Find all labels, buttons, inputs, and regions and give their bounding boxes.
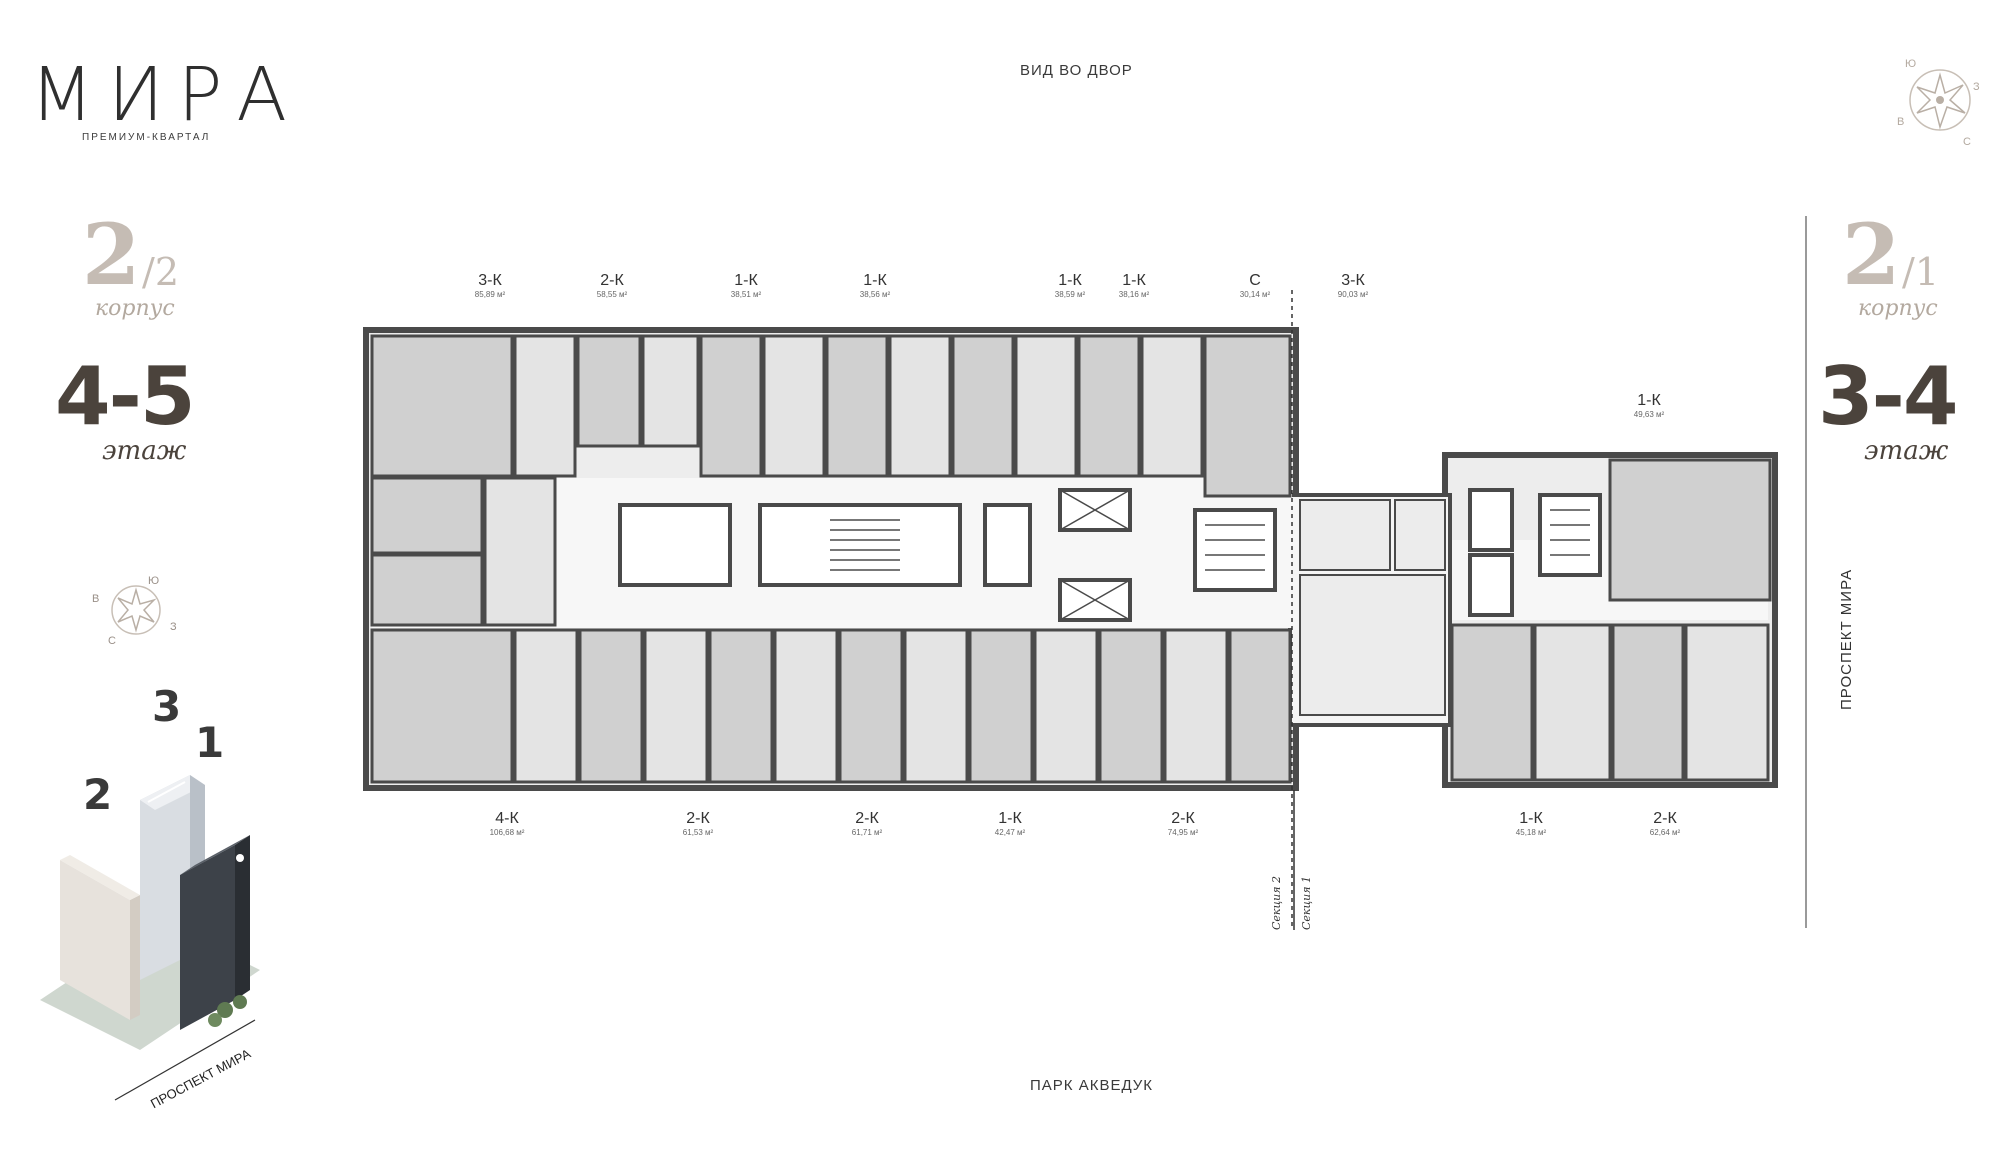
apt-type: 1-К — [1058, 272, 1082, 289]
elevator-marks — [1059, 489, 1131, 621]
apt-type: 1-К — [1637, 392, 1661, 409]
stair-lines — [830, 519, 1265, 571]
left-section-number-wrap: /2 — [142, 250, 179, 294]
core — [618, 488, 1277, 622]
apt-top-7: С 30,14 м² — [1210, 272, 1300, 299]
section-2-label: Секция 2 — [1270, 875, 1283, 930]
apt-type: 1-К — [734, 272, 758, 289]
compass-label-n: Ю — [1905, 58, 1916, 70]
core-section1 — [1468, 488, 1602, 617]
apt-top-6: 1-К 38,16 м² — [1089, 272, 1179, 299]
apt-bottom-1: 4-К 106,68 м² — [462, 810, 552, 837]
compass-label-s: С — [1963, 136, 1971, 148]
apt-area: 62,64 м² — [1649, 828, 1681, 837]
building-illustration — [40, 775, 260, 1050]
apt-area: 38,16 м² — [1118, 290, 1150, 299]
right-section-number: 1 — [1914, 250, 1939, 294]
apt-type: 2-К — [1653, 810, 1677, 827]
compass-icon: Ю З С В — [1897, 58, 1980, 148]
orientation-top: ВИД ВО ДВОР — [1020, 62, 1133, 79]
compass-small-label-w: В — [92, 593, 99, 605]
right-floor-word: этаж — [1864, 436, 1949, 466]
apt-top-5: 1-К 38,59 м² — [1025, 272, 1115, 299]
apt-type: 1-К — [1122, 272, 1146, 289]
apt-area: 58,55 м² — [596, 290, 628, 299]
apt-area: 85,89 м² — [474, 290, 506, 299]
right-divider — [1805, 216, 1807, 928]
apt-type: 2-К — [686, 810, 710, 827]
apt-area: 61,53 м² — [682, 828, 714, 837]
left-rooms — [370, 476, 557, 627]
apt-area: 38,59 м² — [1054, 290, 1086, 299]
building-label-1: 1 — [195, 718, 225, 767]
apt-bottom-4: 1-К 42,47 м² — [965, 810, 1055, 837]
apt-type: 3-К — [1341, 272, 1365, 289]
right-section-number-wrap: /1 — [1902, 250, 1939, 294]
apt-type: 1-К — [998, 810, 1022, 827]
brand-logo: МИРА — [30, 52, 301, 138]
apt-area: 106,68 м² — [489, 828, 525, 837]
section-1-label: Секция 1 — [1300, 875, 1313, 930]
compass-label-w: В — [1897, 116, 1904, 128]
right-building-word: корпус — [1858, 296, 1938, 321]
apt-top-9: 1-К 49,63 м² — [1604, 392, 1694, 419]
stair-lines-section1 — [1550, 509, 1590, 556]
apt-bottom-2: 2-К 61,53 м² — [653, 810, 743, 837]
section1-rooms — [1450, 458, 1772, 782]
apt-top-1: 3-К 85,89 м² — [445, 272, 535, 299]
compass-small-icon: Ю З С В — [92, 575, 177, 647]
compass-small-label-e: З — [170, 621, 177, 633]
compass-label-e: З — [1973, 81, 1980, 93]
apt-bottom-3: 2-К 61,71 м² — [822, 810, 912, 837]
connector-rooms — [1299, 499, 1446, 716]
right-floors: 3-4 — [1818, 350, 1959, 443]
apt-top-4: 1-К 38,56 м² — [830, 272, 920, 299]
building-label-3: 3 — [152, 682, 182, 731]
apt-type: 2-К — [600, 272, 624, 289]
apt-type: С — [1249, 272, 1261, 289]
apt-area: 90,03 м² — [1337, 290, 1369, 299]
left-section-number: 2 — [154, 250, 179, 294]
apt-type: 2-К — [855, 810, 879, 827]
brand-tagline: ПРЕМИУМ-КВАРТАЛ — [82, 132, 211, 143]
apt-type: 3-К — [478, 272, 502, 289]
left-floors: 4-5 — [55, 350, 196, 443]
apt-area: 61,71 м² — [851, 828, 883, 837]
apt-type: 4-К — [495, 810, 519, 827]
left-building-number: 2 — [82, 205, 141, 304]
compass-small-label-n: Ю — [148, 575, 159, 587]
left-floor-word: этаж — [102, 436, 187, 466]
apt-type: 1-К — [863, 272, 887, 289]
apt-type: 1-К — [1519, 810, 1543, 827]
apt-top-2: 2-К 58,55 м² — [567, 272, 657, 299]
left-building-word: корпус — [95, 296, 175, 321]
street-line — [114, 1019, 256, 1101]
apt-area: 74,95 м² — [1167, 828, 1199, 837]
apt-area: 45,18 м² — [1515, 828, 1547, 837]
orientation-bottom: ПАРК АКВЕДУК — [1030, 1077, 1154, 1094]
apt-area: 49,63 м² — [1633, 410, 1665, 419]
apt-area: 38,51 м² — [730, 290, 762, 299]
compass-small-label-s: С — [108, 635, 116, 647]
apt-top-8: 3-К 90,03 м² — [1308, 272, 1398, 299]
apt-area: 38,56 м² — [859, 290, 891, 299]
apt-top-3: 1-К 38,51 м² — [701, 272, 791, 299]
apt-type: 2-К — [1171, 810, 1195, 827]
apt-bottom-7: 2-К 62,64 м² — [1620, 810, 1710, 837]
apt-area: 42,47 м² — [994, 828, 1026, 837]
building-label-2: 2 — [83, 770, 113, 819]
top-rooms — [370, 334, 1292, 498]
apt-bottom-6: 1-К 45,18 м² — [1486, 810, 1576, 837]
apt-bottom-5: 2-К 74,95 м² — [1138, 810, 1228, 837]
right-building-number: 2 — [1842, 205, 1901, 304]
bottom-rooms — [370, 628, 1292, 784]
apt-area: 30,14 м² — [1239, 290, 1271, 299]
